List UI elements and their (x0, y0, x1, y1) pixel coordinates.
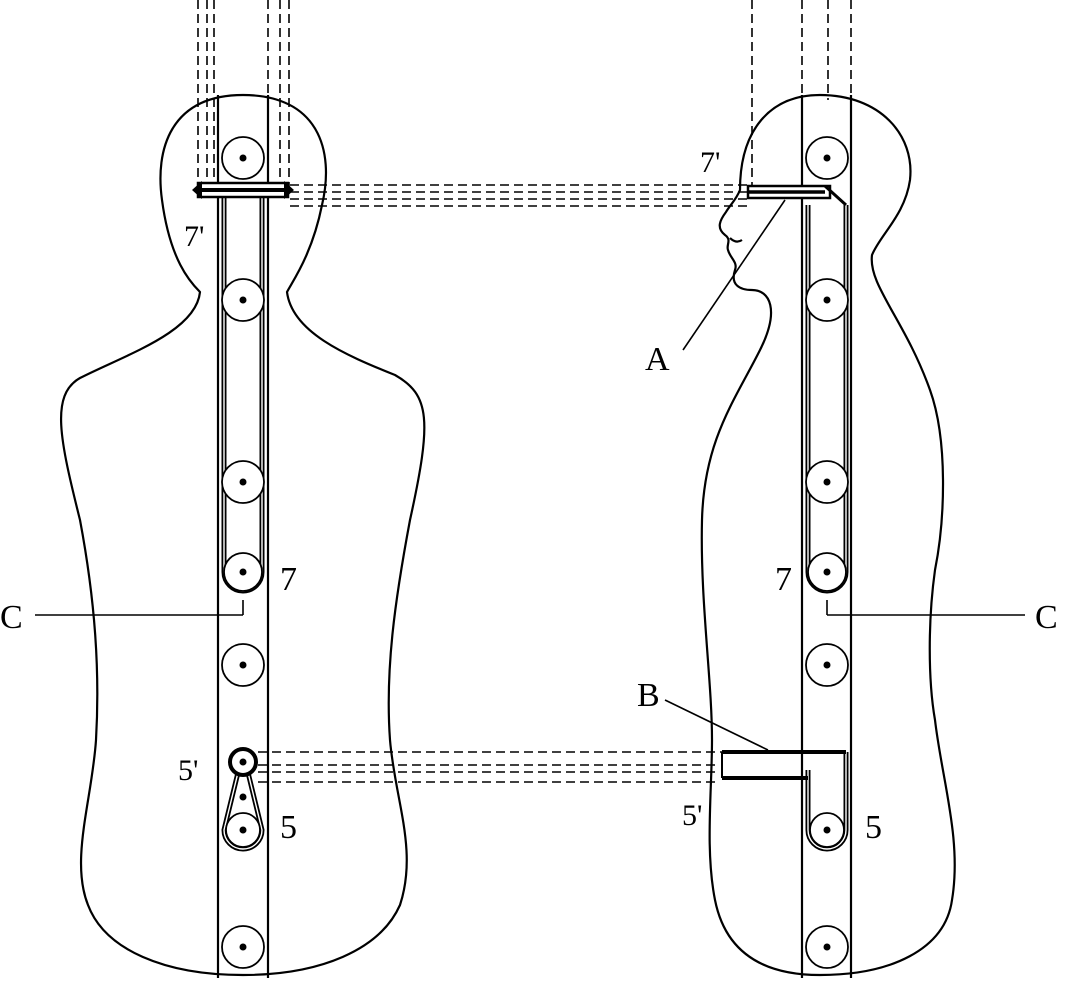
right-belt-7 (805, 205, 849, 594)
left-figure: 7' 7 C 5' 5 (0, 0, 426, 978)
right-figure: 7' A 7 C B 5' 5 (637, 0, 1058, 978)
right-belt-7-inner (807, 205, 847, 592)
left-label-7prime: 7' (184, 220, 204, 253)
right-label-a: A (645, 341, 670, 378)
head-projection-lines (290, 184, 748, 207)
left-body-outline (59, 93, 426, 977)
right-label-7prime: 7' (700, 146, 720, 179)
waist-projection-lines (258, 751, 800, 783)
right-wheels (805, 136, 849, 969)
left-label-5prime: 5' (178, 754, 198, 787)
left-label-c: C (0, 599, 23, 636)
right-label-c: C (1035, 599, 1058, 636)
right-label-5prime: 5' (682, 799, 702, 832)
right-lower-arm (721, 750, 846, 780)
right-top-projection-lines (751, 0, 852, 190)
right-b-leader (664, 699, 769, 751)
left-label-5: 5 (280, 809, 297, 846)
right-belt-5-inner (807, 752, 847, 850)
left-top-arm (192, 181, 294, 199)
left-belt-7-inner (223, 198, 263, 592)
right-top-arm (746, 184, 848, 207)
right-label-5: 5 (865, 809, 882, 846)
left-wheels (221, 136, 265, 969)
left-belt-5-inner (223, 751, 263, 850)
right-body-outline (700, 93, 956, 977)
left-label-7: 7 (280, 561, 297, 598)
right-a-leader (682, 199, 786, 351)
right-mouth (729, 237, 743, 243)
right-label-b: B (637, 677, 660, 714)
right-label-7: 7 (775, 561, 792, 598)
left-belt-7 (221, 198, 265, 594)
